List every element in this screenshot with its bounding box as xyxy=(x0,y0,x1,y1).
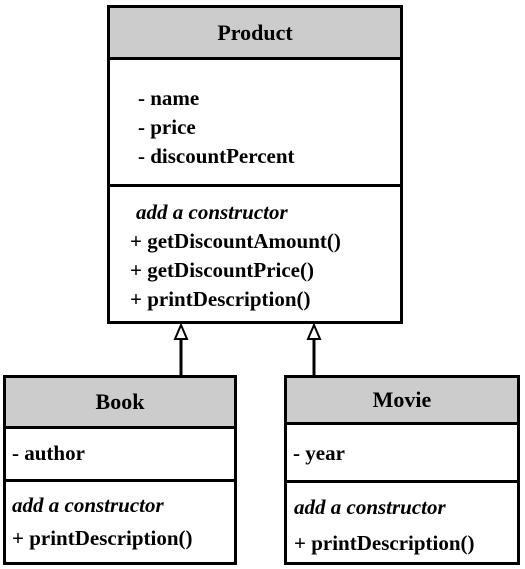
class-product-name: Product xyxy=(110,8,400,60)
class-movie-operations: add a constructor + printDescription() xyxy=(287,480,517,561)
book-generalization-arrow xyxy=(173,322,189,375)
class-product-operations: add a constructor + getDiscountAmount() … xyxy=(110,184,400,314)
class-book-attributes: - author xyxy=(6,429,234,479)
operation-get-discount-price: + getDiscountPrice() xyxy=(130,258,314,282)
constructor-note: add a constructor xyxy=(294,495,446,519)
class-book-operations: add a constructor + printDescription() xyxy=(6,479,234,555)
constructor-note: add a constructor xyxy=(136,200,288,224)
class-movie-attributes: - year xyxy=(287,425,517,480)
class-product-attributes: - name - price - discountPercent xyxy=(110,60,400,184)
attribute-author: - author xyxy=(12,441,85,465)
class-book-name: Book xyxy=(6,378,234,429)
operation-print-description: + printDescription() xyxy=(294,531,475,555)
attribute-discount-percent: - discountPercent xyxy=(138,144,295,168)
attribute-year: - year xyxy=(293,441,345,465)
constructor-note: add a constructor xyxy=(12,493,164,517)
class-movie-name: Movie xyxy=(287,378,517,425)
class-movie: Movie - year add a constructor + printDe… xyxy=(284,375,520,565)
class-book: Book - author add a constructor + printD… xyxy=(3,375,237,565)
attribute-name: - name xyxy=(138,86,200,110)
class-product: Product - name - price - discountPercent… xyxy=(107,5,403,324)
movie-generalization-arrow xyxy=(306,322,322,375)
operation-print-description: + printDescription() xyxy=(130,287,311,311)
operation-print-description: + printDescription() xyxy=(12,526,193,550)
operation-get-discount-amount: + getDiscountAmount() xyxy=(130,229,341,253)
attribute-price: - price xyxy=(138,115,196,139)
